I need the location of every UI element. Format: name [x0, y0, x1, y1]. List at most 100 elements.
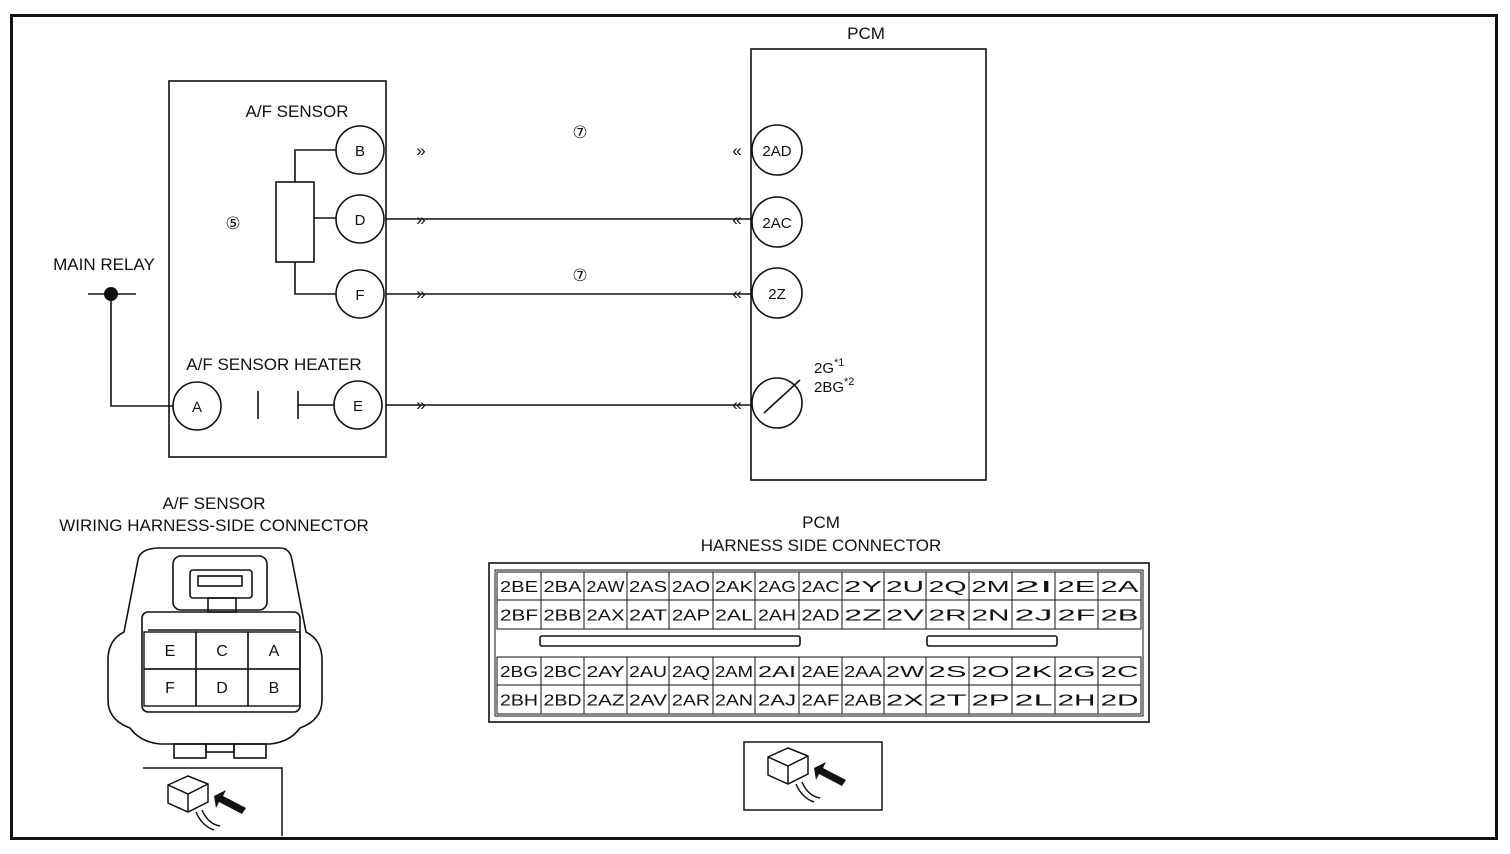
pcm-connector-cell: 2P — [972, 693, 1010, 710]
pcm-pin-2G-label: 2G*1 — [814, 357, 844, 377]
pcm-connector-cell: 2AO — [672, 579, 710, 596]
af-sensor-box — [168, 80, 387, 458]
pcm-connector-cell: 2M — [972, 579, 1010, 596]
pcm-pin-2G-2BG-circle — [751, 377, 803, 429]
pcm-connector-cell: 2AT — [629, 608, 667, 625]
pcm-connector-cell: 2BD — [544, 693, 582, 710]
pcm-pin-2Z-circle — [751, 267, 803, 319]
pcm-connector-cell: 2AQ — [672, 664, 710, 681]
pcm-connector-outer — [488, 562, 1150, 723]
pcm-connector-cell: 2AK — [715, 579, 753, 596]
pcm-connector-cell: 2AD — [802, 608, 840, 625]
pcm-connector-cell: 2E — [1058, 579, 1096, 596]
pcm-connector-cell: 2AY — [587, 664, 625, 681]
pcm-pin-2Z-label: 2Z — [768, 286, 786, 303]
af-pin-A-label: A — [192, 399, 202, 416]
pcm-connector-cell: 2H — [1058, 693, 1096, 710]
af-sensor-heater-title: A/F SENSOR HEATER — [186, 355, 361, 374]
pcm-pin-2BG-label: 2BG*2 — [814, 376, 854, 396]
af-connector-cell-F: F — [165, 680, 175, 697]
pcm-connector-cell: 2K — [1015, 664, 1054, 681]
pcm-connector-cell: 2AG — [758, 579, 796, 596]
pcm-connector-title-1: PCM — [802, 513, 840, 532]
arrow-left-2AD: « — [732, 141, 741, 160]
pcm-connector-cell: 2G — [1058, 664, 1096, 681]
af-connector-title-2: WIRING HARNESS-SIDE CONNECTOR — [59, 516, 369, 535]
pcm-pin-2AD-label: 2AD — [762, 143, 791, 160]
pcm-connector-cell: 2W — [886, 664, 925, 681]
af-connector-cell-C: C — [216, 643, 228, 660]
pcm-connector-cell: 2AJ — [758, 693, 796, 710]
af-connector-drawing — [107, 547, 323, 759]
pcm-key-left — [539, 635, 801, 647]
af-pin-A-circle — [172, 381, 222, 431]
af-connector-cell-E: E — [165, 643, 176, 660]
af-connector-cell-A: A — [269, 643, 280, 660]
pcm-connector-cell: 2BB — [544, 608, 582, 625]
wire-note-7-bottom: ⑦ — [572, 266, 587, 285]
pcm-connector-cell: 2L — [1015, 693, 1053, 710]
pcm-box — [750, 48, 987, 481]
af-pin-D-label: D — [355, 212, 366, 229]
ref-note-5: ⑤ — [225, 214, 240, 233]
pcm-connector-cell: 2AS — [629, 579, 667, 596]
pcm-connector-cell: 2A — [1101, 579, 1140, 596]
pcm-connector-cell: 2T — [929, 693, 967, 710]
pcm-connector-cell: 2Y — [844, 579, 883, 596]
pcm-connector-cell: 2AE — [802, 664, 840, 681]
main-relay-junction-dot — [104, 287, 118, 301]
pcm-connector-cell: 2AC — [802, 579, 840, 596]
pcm-connector-cell: 2AU — [629, 664, 667, 681]
pcm-connector-cell: 2AL — [715, 608, 753, 625]
pcm-pin-2AD-circle — [751, 124, 803, 176]
pcm-connector-cell: 2J — [1015, 608, 1053, 625]
pcm-connector-cell: 2BC — [544, 664, 582, 681]
pcm-connector-cell: 2BG — [500, 664, 538, 681]
pcm-connector-cell: 2V — [886, 608, 925, 625]
af-pin-F-label: F — [355, 287, 364, 304]
pcm-connector-inner — [494, 569, 1144, 717]
arrow-left-2G: « — [732, 395, 741, 414]
arrow-icon-pcm — [814, 762, 846, 786]
pcm-connector-cell: 2AA — [844, 664, 882, 681]
diagram-frame — [10, 14, 1498, 840]
af-pin-D-circle — [335, 194, 385, 244]
pcm-connector-cell: 2Z — [844, 608, 882, 625]
pcm-connector-cell: 2N — [972, 608, 1010, 625]
wire-note-7-top: ⑦ — [572, 123, 587, 142]
pcm-connector-cell: 2F — [1058, 608, 1096, 625]
af-pin-F-circle — [335, 269, 385, 319]
pcm-connector-cell: 2BH — [500, 693, 538, 710]
pcm-connector-cell: 2R — [929, 608, 967, 625]
pcm-connector-cell-box — [1097, 684, 1142, 715]
arrow-icon-af — [214, 790, 246, 814]
pcm-connector-cell: 2AF — [802, 693, 840, 710]
arrow-left-2AC: « — [732, 210, 741, 229]
pcm-connector-cell: 2BF — [500, 608, 538, 625]
arrow-right-E: » — [416, 395, 425, 414]
pcm-connector-cell: 2AH — [758, 608, 796, 625]
pcm-connector-cell: 2D — [1101, 693, 1139, 710]
sensor-element-symbol — [275, 181, 315, 263]
pcm-connector-cell: 2O — [972, 664, 1010, 681]
pcm-connector-cell: 2S — [929, 664, 967, 681]
pcm-pin-2AC-label: 2AC — [762, 215, 791, 232]
pcm-connector-title-2: HARNESS SIDE CONNECTOR — [701, 536, 942, 555]
arrow-left-2Z: « — [732, 284, 741, 303]
pcm-connector-cell: 2X — [886, 693, 925, 710]
pcm-connector-cell: 2AZ — [587, 693, 625, 710]
pcm-pin-2AC-circle — [751, 196, 803, 248]
pcm-connector-cell: 2AI — [758, 664, 796, 681]
pcm-connector-cell: 2AM — [715, 664, 753, 681]
pcm-connector-cell: 2AV — [629, 693, 667, 710]
pcm-key-right — [926, 635, 1058, 647]
pcm-connector-cell: 2B — [1101, 608, 1139, 625]
pcm-connector-cell: 2AP — [672, 608, 710, 625]
pcm-connector-cell: 2AN — [715, 693, 753, 710]
pcm-connector-cell: 2BA — [544, 579, 582, 596]
pcm-title: PCM — [847, 24, 885, 43]
connector-view-icon-af — [143, 767, 283, 836]
arrow-right-D: » — [416, 210, 425, 229]
